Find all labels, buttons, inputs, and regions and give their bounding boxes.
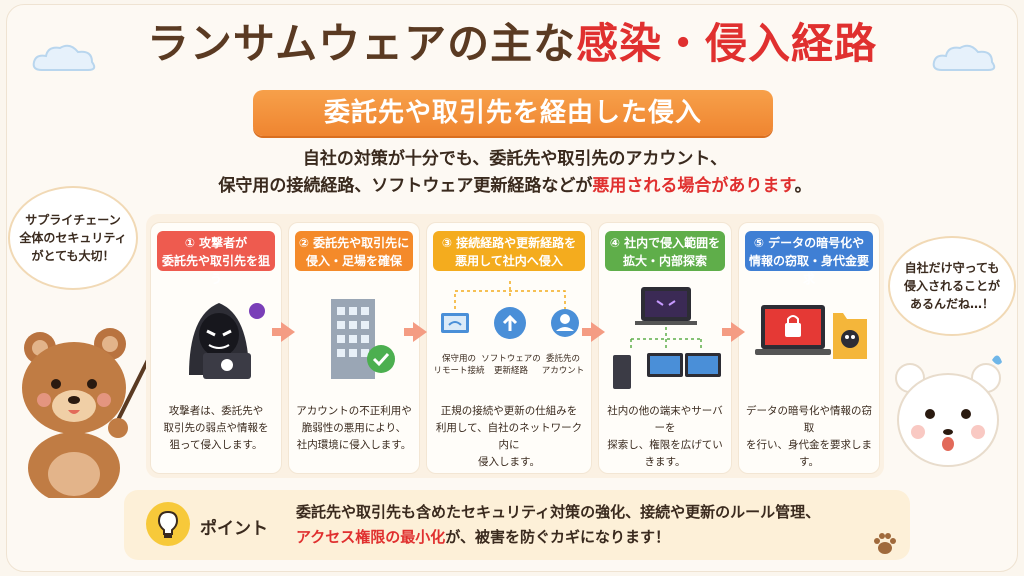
point-line1: 委託先や取引先も含めたセキュリティ対策の強化、接続や更新のルール管理、: [296, 503, 821, 521]
step-1-head2: 委託先や取引先を狙う: [161, 254, 270, 286]
point-line2-post: が、被害を防ぐカギになります！: [445, 528, 670, 546]
step-4-desc2: 探索し、権限を広げていきます。: [607, 439, 723, 468]
bubble-right-line3: あるんだね…！: [909, 297, 994, 311]
building-icon: [331, 299, 395, 379]
step-card-1: ① 攻撃者が 委託先や取引先を狙う 攻撃者は、委託先や 取引先の弱点や情報を 狙…: [150, 222, 282, 474]
step-5-header: ⑤ データの暗号化や 情報の窃取・身代金要求: [745, 231, 873, 286]
arrow-stem-1: [272, 328, 282, 336]
step-4-header: ④ 社内で侵入範囲を 拡大・内部探索: [605, 231, 725, 271]
point-line2: アクセス権限の最小化が、被害を防ぐカギになります！: [296, 525, 896, 550]
cloud-left-icon: [32, 44, 96, 71]
network-spread-icon: [613, 287, 721, 389]
intro-line2-pre: 保守用の接続経路、ソフトウェア更新経路などが: [218, 176, 593, 196]
step-4-desc1: 社内の他の端末やサーバーを: [607, 405, 723, 434]
step-3-head2: 悪用して社内へ侵入: [455, 254, 563, 268]
intro-line2-red: 悪用される場合があります: [592, 176, 795, 196]
label-remote-1: 保守用の: [441, 354, 476, 364]
arrow-stem-4: [722, 328, 732, 336]
step-1-desc2: 取引先の弱点や情報を: [163, 422, 269, 434]
step-5-desc1: データの暗号化や情報の窃取: [746, 405, 872, 434]
page-title: ランサムウェアの主な感染・侵入経路: [0, 18, 1024, 70]
step-5-head2: 情報の窃取・身代金要求: [748, 254, 869, 286]
arrow-stem-3: [582, 328, 592, 336]
step-card-3: ③ 接続経路や更新経路を 悪用して社内へ侵入 保守用の リモート接続 ソフトウェ…: [426, 222, 592, 474]
bubble-left-line3: がとても大切！: [31, 249, 115, 263]
step-5-head1: ⑤ データの暗号化や: [753, 236, 865, 250]
hacker-icon: [189, 303, 265, 379]
step-1-desc: 攻撃者は、委託先や 取引先の弱点や情報を 狙って侵入します。: [157, 403, 275, 454]
lightbulb-icon: [146, 502, 190, 546]
step-5-desc2: を行い、身代金を要求します。: [746, 439, 872, 468]
point-box: [124, 490, 910, 560]
intro-text: 自社の対策が十分でも、委託先や取引先のアカウント、 保守用の接続経路、ソフトウェ…: [150, 146, 880, 200]
arrow-right-icon: [413, 322, 427, 342]
intro-line1: 自社の対策が十分でも、委託先や取引先のアカウント、: [302, 149, 728, 169]
step-4-head1: ④ 社内で侵入範囲を: [609, 236, 721, 250]
title-part2: 感染・侵入経路: [576, 19, 878, 68]
step-2-desc2: 脆弱性の悪用により、: [301, 422, 407, 434]
step-2-desc3: 社内環境に侵入します。: [296, 439, 412, 451]
cloud-right-icon: [932, 44, 996, 71]
bubble-left-line2: 全体のセキュリティ: [19, 231, 127, 245]
speech-bubble-right: 自社だけ守っても 侵入されることが あるんだね…！: [888, 236, 1016, 336]
arrow-right-icon: [281, 322, 295, 342]
step-3-desc2: 利用して、自社のネットワーク内に: [435, 422, 583, 451]
label-update-2: 更新経路: [493, 366, 528, 376]
point-text: 委託先や取引先も含めたセキュリティ対策の強化、接続や更新のルール管理、 アクセス…: [296, 500, 896, 550]
paw-icon: [874, 533, 896, 554]
label-account-2: アカウント: [541, 366, 585, 376]
intro-line2-post: 。: [794, 176, 812, 196]
label-update: ソフトウェアの 更新経路: [481, 353, 541, 377]
step-5-desc: データの暗号化や情報の窃取 を行い、身代金を要求します。: [745, 403, 873, 471]
step-1-header: ① 攻撃者が 委託先や取引先を狙う: [157, 231, 275, 286]
bear-surprised-icon: [895, 355, 1002, 467]
step-card-5: ⑤ データの暗号化や 情報の窃取・身代金要求 データの暗号化や情報の窃取 を行い…: [738, 222, 880, 474]
step-2-header: ② 委託先や取引先に 侵入・足場を確保: [295, 231, 413, 271]
arrow-right-icon: [731, 322, 745, 342]
title-part1: ランサムウェアの主な: [146, 19, 577, 68]
step-1-head1: ① 攻撃者が: [184, 236, 248, 250]
step-card-4: ④ 社内で侵入範囲を 拡大・内部探索 社内の他の端末やサーバーを 探索し、権限を…: [598, 222, 732, 474]
step-2-head2: 侵入・足場を確保: [305, 254, 402, 268]
step-3-desc: 正規の接続や更新の仕組みを 利用して、自社のネットワーク内に 侵入します。: [433, 403, 585, 471]
step-3-desc1: 正規の接続や更新の仕組みを: [440, 405, 578, 417]
step-2-head1: ② 委託先や取引先に: [298, 236, 410, 250]
subtitle-pill: 委託先や取引先を経由した侵入: [253, 90, 773, 136]
speech-bubble-left: サプライチェーン 全体のセキュリティ がとても大切！: [8, 186, 138, 290]
step-3-desc3: 侵入します。: [478, 456, 540, 468]
step-2-desc1: アカウントの不正利用や: [296, 405, 412, 417]
ransom-lock-icon: [755, 305, 867, 359]
label-remote: 保守用の リモート接続: [429, 353, 489, 377]
point-label: ポイント: [200, 519, 268, 539]
bear-teacher-icon: [22, 328, 154, 498]
bubble-right-line1: 自社だけ守っても: [904, 261, 1000, 275]
label-account: 委託先の アカウント: [535, 353, 591, 377]
connection-routes-icon: [441, 281, 579, 339]
arrow-right-icon: [591, 322, 605, 342]
step-1-desc3: 狙って侵入します。: [169, 439, 263, 451]
arrow-stem-2: [404, 328, 414, 336]
step-3-head1: ③ 接続経路や更新経路を: [441, 236, 577, 250]
point-line2-red: アクセス権限の最小化: [296, 528, 446, 546]
step-2-desc: アカウントの不正利用や 脆弱性の悪用により、 社内環境に侵入します。: [295, 403, 413, 454]
step-card-2: ② 委託先や取引先に 侵入・足場を確保 アカウントの不正利用や 脆弱性の悪用によ…: [288, 222, 420, 474]
label-account-1: 委託先の: [545, 354, 580, 364]
step-4-desc: 社内の他の端末やサーバーを 探索し、権限を広げていきます。: [605, 403, 725, 471]
bubble-left-line1: サプライチェーン: [25, 213, 121, 227]
label-update-1: ソフトウェアの: [481, 354, 541, 364]
step-3-header: ③ 接続経路や更新経路を 悪用して社内へ侵入: [433, 231, 585, 271]
step-1-desc1: 攻撃者は、委託先や: [168, 405, 264, 417]
label-remote-2: リモート接続: [433, 366, 485, 376]
bubble-right-line2: 侵入されることが: [903, 279, 1000, 293]
intro-line2: 保守用の接続経路、ソフトウェア更新経路などが悪用される場合があります。: [150, 173, 880, 200]
step-4-head2: 拡大・内部探索: [622, 254, 707, 268]
